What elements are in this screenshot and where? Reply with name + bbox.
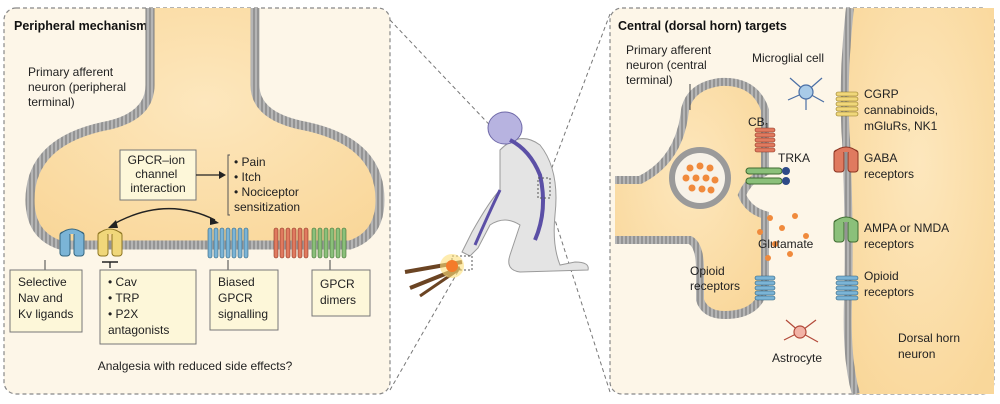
dimers-box-text: GPCR dimers: [320, 277, 358, 307]
antagonists-box: [99, 269, 197, 345]
dimers-box: [311, 269, 371, 317]
ligands-box-text: Selective Nav and Kv ligands: [18, 275, 73, 321]
spinal-zoom-box: [537, 177, 551, 199]
ampa-nmda-label: AMPA or NMDA receptors: [864, 221, 952, 251]
zoom-line-left-bottom: [389, 267, 461, 391]
peripheral-footer: Analgesia with reduced side effects?: [98, 359, 293, 373]
bidirectional-arrow: [111, 207, 216, 226]
antagonists-box-text: • Cav • TRP • P2X antagonists: [108, 275, 169, 337]
gaba-label: GABA receptors: [864, 151, 914, 181]
dorsal-horn-membrane: [840, 7, 860, 396]
head-icon: [487, 111, 523, 145]
gpcr-dimer-red-icon: [273, 227, 309, 259]
zoom-line-right-top: [547, 13, 611, 179]
central-neuron-label: Primary afferent neuron (central termina…: [626, 43, 715, 87]
opioid-post-label: Opioid receptors: [864, 269, 914, 299]
ampa-nmda-receptor-icon: [833, 216, 859, 243]
ligands-box: [9, 269, 83, 333]
nav-channel-icon: [59, 228, 85, 257]
microglial-cell-icon: [787, 77, 825, 110]
vesicle: [669, 147, 731, 209]
biased-gpcr-icon: [207, 227, 249, 259]
spinal-cord: [509, 138, 545, 241]
glutamate-molecules: [757, 213, 809, 261]
astrocyte-icon: [783, 319, 819, 343]
microglia-label: Microglial cell: [752, 51, 824, 65]
bidirectional-arrowhead-right: [210, 217, 219, 225]
trka-receptor-icon: [745, 167, 790, 185]
zoom-line-right-bottom: [547, 197, 611, 393]
outcomes-list: • Pain • Itch • Nociceptor sensitization: [234, 155, 302, 214]
interaction-box-text: GPCR–ion channel interaction: [128, 153, 189, 195]
opioid-pre-label: Opioid receptors: [690, 264, 740, 293]
vesicle-contents: [682, 162, 719, 194]
fire-stick-icon: [404, 254, 464, 298]
cav-channel-icon: [97, 228, 123, 257]
cgrp-label: CGRP cannabinoids, mGluRs, NK1: [864, 87, 941, 133]
interaction-box: [119, 149, 197, 201]
arm-nerve: [473, 189, 502, 246]
opioid-pre-receptor-icon: [754, 275, 776, 301]
central-title: Central (dorsal horn) targets: [618, 19, 787, 33]
central-panel: Central (dorsal horn) targets Primary af…: [609, 7, 995, 396]
zoom-line-left-top: [389, 19, 541, 179]
biased-box: [209, 269, 279, 331]
dorsal-horn-label: Dorsal horn neuron: [898, 331, 963, 361]
gpcr-dimer-green-icon: [311, 227, 347, 259]
trka-label: TRKA: [778, 151, 810, 165]
astrocyte-label: Astrocyte: [772, 351, 822, 365]
bidirectional-arrowhead-left: [108, 220, 118, 228]
glutamate-label: Glutamate: [758, 237, 814, 251]
body-silhouette: [461, 138, 589, 273]
cgrp-receptor-icon: [835, 91, 859, 117]
gaba-receptor-icon: [833, 146, 859, 173]
outcomes-bracket: [227, 154, 230, 216]
dorsal-horn-cytoplasm: [844, 8, 994, 394]
peripheral-neuron-label: Primary afferent neuron (peripheral term…: [28, 65, 129, 109]
biased-box-text: Biased GPCR signalling: [218, 275, 268, 321]
peripheral-terminal-membrane: [25, 8, 385, 250]
cb1-label: CB1: [748, 115, 770, 131]
presynaptic-membrane: [615, 77, 769, 320]
peripheral-terminal-cytoplasm: [30, 8, 380, 245]
peripheral-panel: Peripheral mechanisms Primary afferent n…: [3, 7, 391, 395]
cb1-receptor-icon: [754, 127, 776, 153]
peripheral-title: Peripheral mechanisms: [14, 19, 154, 33]
opioid-post-receptor-icon: [835, 275, 859, 301]
interaction-arrowhead: [219, 171, 226, 179]
kneeling-figure: [389, 13, 611, 393]
